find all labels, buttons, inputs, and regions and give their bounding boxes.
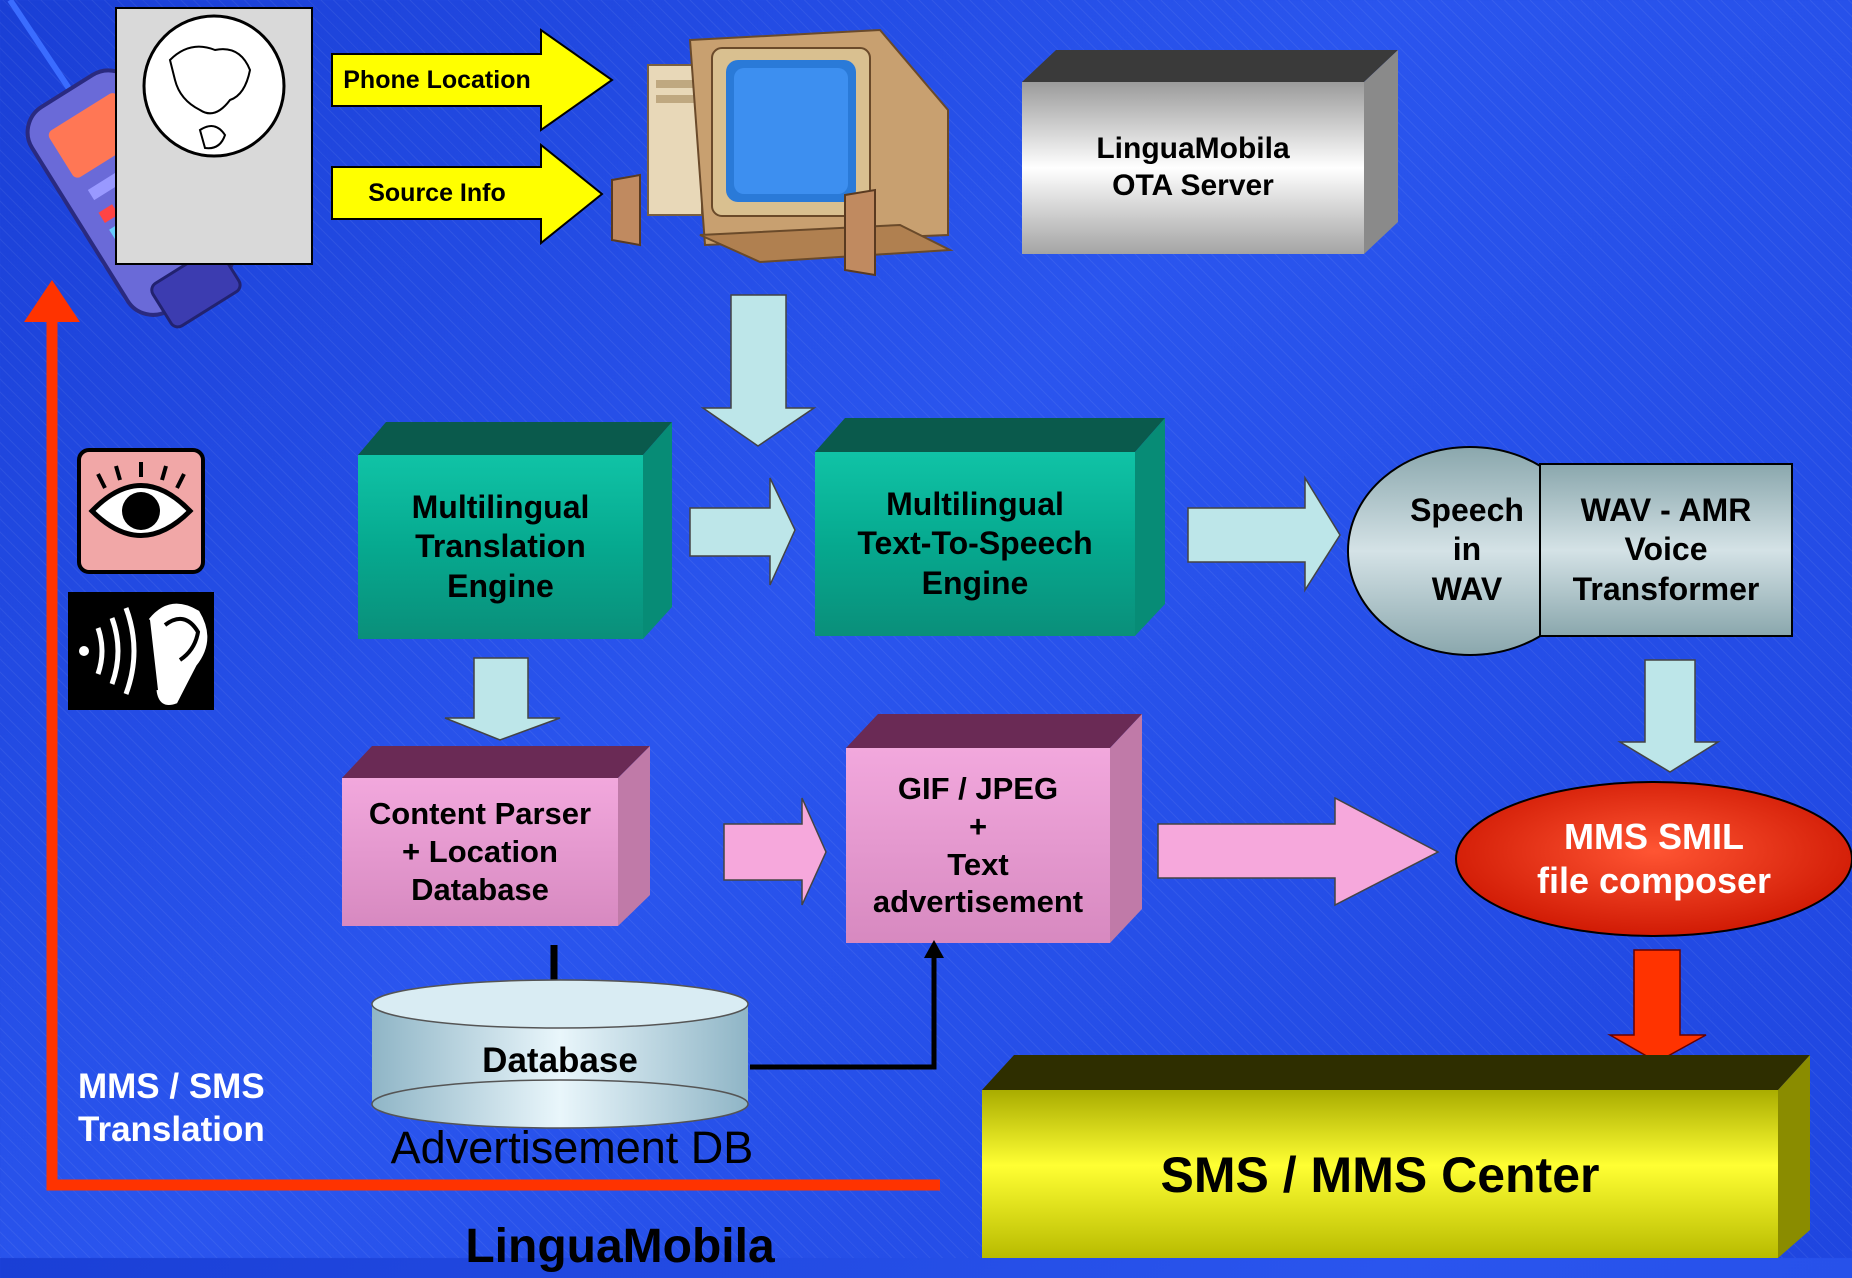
translation-engine-label: Multilingual Translation Engine [411,489,590,604]
down-arrow-computer [700,294,817,447]
wav-amr-label: WAV - AMR Voice Transformer [1572,492,1760,607]
pink-arrow-gif-to-mms [1157,796,1440,907]
wav-amr-box [1539,463,1793,637]
pink-arrow-parser-to-gif [723,797,827,906]
ota-server-label: LinguaMobila OTA Server [1096,132,1290,202]
arrow-tts-to-speech [1187,475,1341,593]
sms-mms-center-label: SMS / MMS Center [1160,1146,1600,1203]
tts-engine-label: Multilingual Text-To-Speech Engine [857,486,1093,601]
mms-sms-translation-label: MMS / SMS Translation [78,1067,265,1149]
tts-engine-box [815,418,1165,636]
ota-server-box [1022,50,1398,254]
red-arrow-mms-to-center [1607,949,1707,1063]
source-info-label: Source Info [368,178,506,207]
advertisement-db-label: Advertisement DB [390,1121,754,1173]
content-parser-label: Content Parser + Location Database [368,796,592,907]
phone-location-label: Phone Location [343,65,531,94]
translation-feedback-arrow [24,280,940,1191]
gif-jpeg-label: GIF / JPEG + Text advertisement [872,770,1084,920]
ear-icon [68,592,214,710]
world-map-icon [115,7,313,265]
database-label: Database [482,1040,638,1080]
arrow-translation-to-tts [689,477,796,586]
database-cylinder [371,940,944,1129]
computer-icon [611,28,954,277]
speech-wav-label: Speech in WAV [1410,492,1524,607]
down-arrow-wav-amr [1617,659,1721,773]
mms-smil-label: MMS SMIL file composer [1536,816,1772,901]
gif-jpeg-box [846,714,1142,943]
sms-mms-center-box [982,1055,1810,1258]
down-arrow-translation [444,657,561,741]
eye-icon [77,448,205,574]
content-parser-box [342,746,650,926]
bottom-title: LinguaMobila [465,1220,775,1273]
mms-smil-oval [1455,781,1852,937]
phone-location-arrow [331,28,614,132]
source-info-arrow [331,142,604,246]
translation-engine-box [358,422,672,639]
